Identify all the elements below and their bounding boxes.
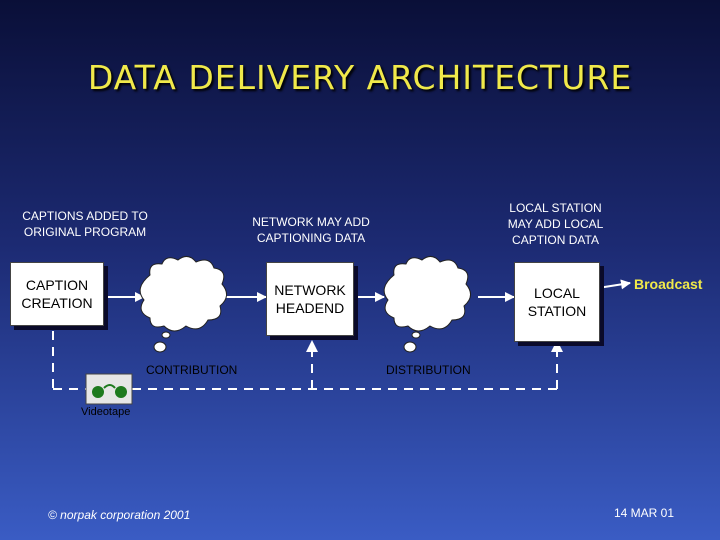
videotape-bypass-path bbox=[52, 331, 558, 390]
network-headend-box: NETWORK HEADEND bbox=[266, 262, 354, 336]
distribution-cloud-icon bbox=[383, 256, 471, 353]
note-local-add: LOCAL STATION MAY ADD LOCAL CAPTION DATA bbox=[507, 201, 604, 247]
videotape-label: Videotape bbox=[81, 406, 131, 418]
arrow-up-to-station bbox=[551, 340, 563, 352]
broadcast-label: Broadcast bbox=[634, 276, 703, 292]
arrow-up-to-headend bbox=[306, 340, 318, 352]
copyright-footer: © norpak corporation 2001 bbox=[48, 508, 191, 522]
contribution-label: CONTRIBUTION bbox=[146, 363, 238, 377]
videotape-icon bbox=[85, 373, 133, 405]
date-footer: 14 MAR 01 bbox=[614, 506, 675, 520]
local-station-box: LOCAL STATION bbox=[514, 262, 600, 342]
contribution-cloud-icon bbox=[139, 256, 227, 353]
arrow-station-to-broadcast bbox=[597, 279, 631, 290]
page-title: DATA DELIVERY ARCHITECTURE bbox=[87, 58, 633, 97]
caption-creation-box: CAPTION CREATION bbox=[10, 262, 104, 326]
distribution-label: DISTRIBUTION bbox=[386, 363, 471, 377]
note-captions-added: CAPTIONS ADDED TO ORIGINAL PROGRAM bbox=[22, 209, 148, 239]
note-network-add: NETWORK MAY ADD CAPTIONING DATA bbox=[252, 215, 370, 245]
